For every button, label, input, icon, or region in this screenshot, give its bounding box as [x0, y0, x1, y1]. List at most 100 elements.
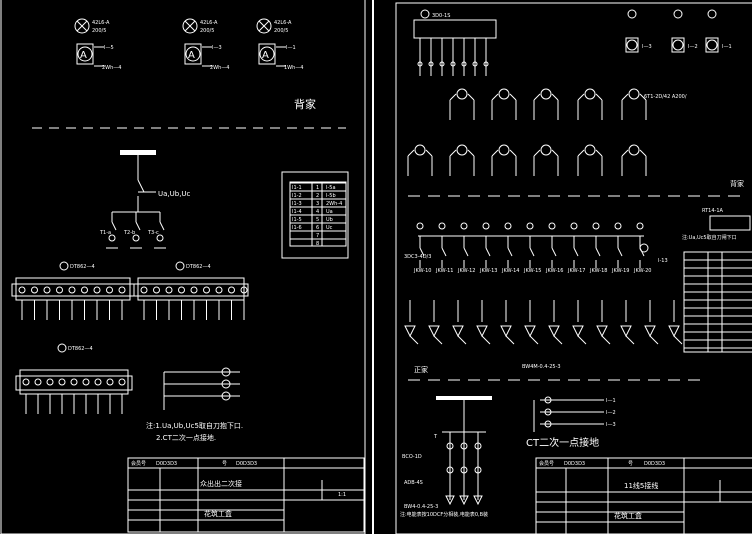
pt-label: T3-c [147, 230, 159, 236]
ammeter-model: 42L6-A [92, 20, 110, 26]
left-scale: 1:1 [338, 492, 346, 498]
ammeter-a-symbol: A [262, 50, 269, 61]
meter-2: DT862—4 [133, 261, 249, 301]
ammeter-ratio: 200/5 [200, 28, 214, 34]
switch-label: JKW-10 [413, 268, 431, 274]
table-row: 2 [316, 193, 319, 199]
fuse-label: BW4M-0.4-25-3 [522, 364, 561, 370]
relay-label: RT14-1A [702, 208, 724, 214]
meter-2-label: DT862—4 [186, 264, 211, 270]
table-row: 5 [316, 217, 319, 223]
ammeter-code: I—3 [212, 45, 222, 51]
left-title-block [127, 457, 365, 533]
table-row: Ub [326, 217, 333, 223]
front-label: 正家 [414, 365, 428, 374]
top-terminal-strip [413, 9, 497, 39]
svg-text:I—2: I—2 [606, 410, 616, 416]
svg-text:I—2: I—2 [688, 44, 698, 50]
right-drawing-no: D0D3D3 [564, 461, 585, 467]
table-row: 4 [316, 209, 319, 215]
table-row: 7 [316, 233, 319, 239]
right-ammeter-3: I—1 [705, 9, 732, 53]
ammeter-ratio: 200/5 [92, 28, 106, 34]
ammeter-wh: 2Wh—4 [102, 65, 121, 71]
bus-bar [120, 150, 156, 155]
ammeter-2: 42L6-A 200/5A I—3 2Wh—4 [182, 18, 229, 71]
pt-label: T1-a [99, 230, 111, 236]
left-code-2: ADB-4S [404, 480, 423, 486]
table-row: 2Wh-4 [326, 201, 342, 207]
table-row: I1-1 [292, 185, 302, 191]
left-sheet-border [0, 0, 366, 534]
switch-label: JKW-16 [545, 268, 563, 274]
table-row: 8 [316, 241, 319, 247]
right-note: 注:Ua,Uc5取自刀闸下口 [682, 234, 737, 241]
svg-text:I—3: I—3 [642, 44, 652, 50]
left-title: 众出出二次接 [200, 479, 242, 488]
meter-1-label: DT862—4 [70, 264, 95, 270]
top-right-ammeters: I—3 I—2 I—1 [625, 9, 732, 53]
ammeter-a-symbol: A [188, 50, 195, 61]
note-2: 2.CT二次一点接地. [156, 433, 216, 442]
table-row: I1-4 [292, 209, 302, 215]
table-row: 3 [316, 201, 319, 207]
ammeter-wh: 2Wh—4 [210, 65, 229, 71]
switch-label: JKW-18 [589, 268, 607, 274]
pt-1: T1-a [99, 212, 118, 249]
switch-label: JKW-19 [611, 268, 629, 274]
relay-box [709, 215, 751, 231]
ammeter-code: I—5 [104, 45, 114, 51]
table-row: Uc [326, 225, 333, 231]
svg-text:I—1: I—1 [606, 398, 616, 404]
left-drawing-no: D0D3D3 [156, 461, 177, 467]
svg-text:I—3: I—3 [606, 422, 616, 428]
right-title-block [535, 457, 752, 534]
table-row: 1 [316, 185, 319, 191]
ammeter-ratio: 200/5 [274, 28, 288, 34]
ammeter-1: 42L6-A 200/5A I—5 2Wh—4 [74, 18, 121, 71]
ct-right-diagram: I—1I—2I—3 [533, 396, 616, 432]
switch-label: JKW-12 [457, 268, 475, 274]
pt-2: T2-b [123, 212, 142, 249]
left-code-3: BW4-0.4-25-3 [404, 504, 438, 510]
table-row: Ua [326, 209, 333, 215]
right-back-label: 背家 [730, 179, 744, 188]
ammeter-wh: 1Wh—4 [284, 65, 303, 71]
meter-3: DT862—4 [15, 343, 133, 395]
right-sheet-frame [395, 2, 752, 534]
right-bottom-note: 注:电能表按10DCF分相装,电能表0,B装 [400, 511, 488, 518]
ammeter-a-symbol: A [80, 50, 87, 61]
note-1: 注:1.Ua,Ub,Uc5取自刀抱下口. [146, 421, 243, 430]
ammeter-group: 42L6-A 200/5A I—5 2Wh—4 42L6-A 200/5A I—3 2Wh—4… [74, 18, 303, 71]
left-code-1: BCO-1D [402, 454, 422, 460]
right-num: D0D3D3 [644, 461, 665, 467]
left-num: D0D3D3 [236, 461, 257, 467]
switch-label: JKW-20 [633, 268, 651, 274]
table-row: I-5b [326, 193, 336, 199]
meter-1: DT862—4 [11, 261, 135, 301]
table-row: I1-6 [292, 225, 302, 231]
svg-text:T: T [433, 434, 438, 440]
right-ammeter-1: I—3 [625, 9, 652, 53]
back-label: 背家 [294, 97, 316, 111]
top-code: 3D0-1S [432, 13, 450, 19]
ammeter-model: 42L6-A [274, 20, 292, 26]
left-org: 花筑工盒 [204, 509, 232, 518]
left-num-label: 号 [222, 461, 227, 467]
ct-note: CT二次一点接地 [526, 436, 599, 449]
table-row: I-5a [326, 185, 336, 191]
switch-label: JKW-11 [435, 268, 453, 274]
switch-label: JKW-15 [523, 268, 541, 274]
svg-text:I—1: I—1 [722, 44, 732, 50]
row2-label: 6T1-2D/42 A200/ [644, 94, 687, 100]
switch-label: JKW-13 [479, 268, 497, 274]
table-row: I1-2 [292, 193, 302, 199]
table-row: I1-3 [292, 201, 302, 207]
pt-label: T2-b [123, 230, 135, 236]
right-terminal-table [683, 251, 752, 353]
ct-connection-diagram [163, 367, 240, 410]
ammeter-model: 42L6-A [200, 20, 218, 26]
terminal-table [281, 171, 349, 259]
